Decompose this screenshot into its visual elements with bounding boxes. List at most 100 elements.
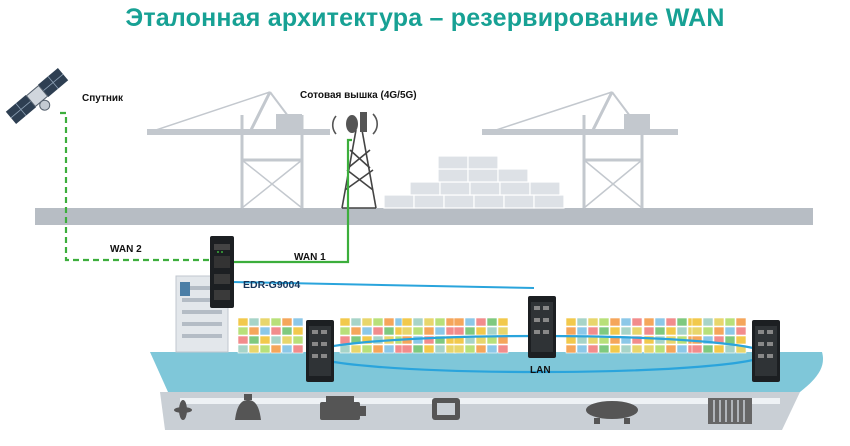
ship-container-block — [587, 317, 599, 327]
cell-tower-label: Сотовая вышка (4G/5G) — [300, 90, 417, 101]
ship-container-block — [565, 326, 577, 336]
ship-container-block — [350, 326, 362, 336]
ship-container-block — [702, 344, 714, 354]
ship-container-block — [423, 335, 435, 345]
ship-container-block — [339, 317, 351, 327]
quay-deck — [35, 208, 813, 225]
ship-container-block — [676, 326, 688, 336]
ship-container-block — [248, 317, 260, 327]
ship-container-block — [383, 326, 395, 336]
wan1-label: WAN 1 — [294, 252, 326, 263]
ship-container-block — [434, 326, 446, 336]
ship-container-block — [401, 317, 413, 327]
ship-container-block — [587, 344, 599, 354]
ship-container-block — [486, 344, 498, 354]
ship-container-block — [423, 326, 435, 336]
ship-container-block — [270, 326, 282, 336]
ship-container-block — [423, 317, 435, 327]
ship-container-block — [464, 317, 476, 327]
switch-icon — [528, 296, 556, 358]
ship-container-block — [281, 344, 293, 354]
container-icon — [708, 398, 752, 424]
satellite-icon — [5, 68, 69, 124]
bell-icon — [235, 394, 261, 420]
ship-container-block — [270, 317, 282, 327]
ship-container-block — [665, 344, 677, 354]
ship-container-block — [292, 335, 304, 345]
ship-container-block — [281, 317, 293, 327]
ship-container-block — [237, 335, 249, 345]
switch-icon — [306, 320, 334, 382]
ship-container-block — [609, 326, 621, 336]
ship-container-block — [237, 317, 249, 327]
ship-container-block — [497, 344, 509, 354]
lan-link-router — [231, 281, 535, 289]
ship-container-block — [587, 326, 599, 336]
router-label: EDR-G9004 — [243, 279, 300, 291]
ship-container-block — [631, 326, 643, 336]
ship-container-block — [259, 344, 271, 354]
ship-container-block — [643, 317, 655, 327]
wan2-link — [60, 111, 214, 262]
ship-container-block — [372, 344, 384, 354]
ship-container-block — [735, 335, 747, 345]
ship-container-block — [412, 344, 424, 354]
ship-container-block — [259, 335, 271, 345]
ship-container-block — [620, 335, 632, 345]
ship-container-block — [383, 317, 395, 327]
ship-container-block — [281, 335, 293, 345]
crane-icon — [482, 91, 678, 209]
ship-container-block — [576, 326, 588, 336]
ship-container-block — [361, 326, 373, 336]
ship-container-block — [598, 344, 610, 354]
ship-container-block — [372, 326, 384, 336]
ship-container-block — [691, 326, 703, 336]
ship-container-block — [475, 317, 487, 327]
ship-container-block — [643, 326, 655, 336]
ship-container-block — [350, 344, 362, 354]
ship-container-block — [434, 335, 446, 345]
ship-container-block — [475, 344, 487, 354]
ship-container-block — [475, 326, 487, 336]
ship-container-block — [643, 335, 655, 345]
satellite-label: Спутник — [82, 93, 124, 104]
ship-container-block — [654, 326, 666, 336]
fuel-tank-icon — [432, 398, 460, 420]
ship-container-block — [643, 344, 655, 354]
ship-container-block — [248, 335, 260, 345]
ship-container-block — [724, 344, 736, 354]
ship-container-block — [702, 326, 714, 336]
ship-container-block — [259, 326, 271, 336]
ship-container-block — [631, 317, 643, 327]
ship-container-block — [665, 326, 677, 336]
ship-container-block — [713, 344, 725, 354]
ship-container-block — [464, 326, 476, 336]
ship-container-block — [453, 344, 465, 354]
ship-containers — [237, 317, 747, 354]
ship-container-block — [237, 326, 249, 336]
ship-container-block — [453, 326, 465, 336]
ship-container-block — [609, 344, 621, 354]
ship-container-block — [576, 317, 588, 327]
ship-container-block — [401, 326, 413, 336]
ship-container-block — [565, 344, 577, 354]
ship-container-block — [620, 317, 632, 327]
ship-container-block — [412, 326, 424, 336]
ship-container-block — [609, 317, 621, 327]
ship-container-block — [713, 326, 725, 336]
ship-container-block — [713, 317, 725, 327]
ship-container-block — [702, 317, 714, 327]
ship-container-block — [598, 326, 610, 336]
ship-container-block — [620, 344, 632, 354]
ship-container-block — [676, 317, 688, 327]
ship-container-block — [486, 326, 498, 336]
ship-container-block — [576, 344, 588, 354]
ship-container-block — [401, 344, 413, 354]
ship-container-block — [434, 344, 446, 354]
ship-container-block — [434, 317, 446, 327]
ship-container-block — [620, 326, 632, 336]
ship-container-block — [598, 317, 610, 327]
ship-container-block — [292, 326, 304, 336]
ship-container-block — [383, 344, 395, 354]
